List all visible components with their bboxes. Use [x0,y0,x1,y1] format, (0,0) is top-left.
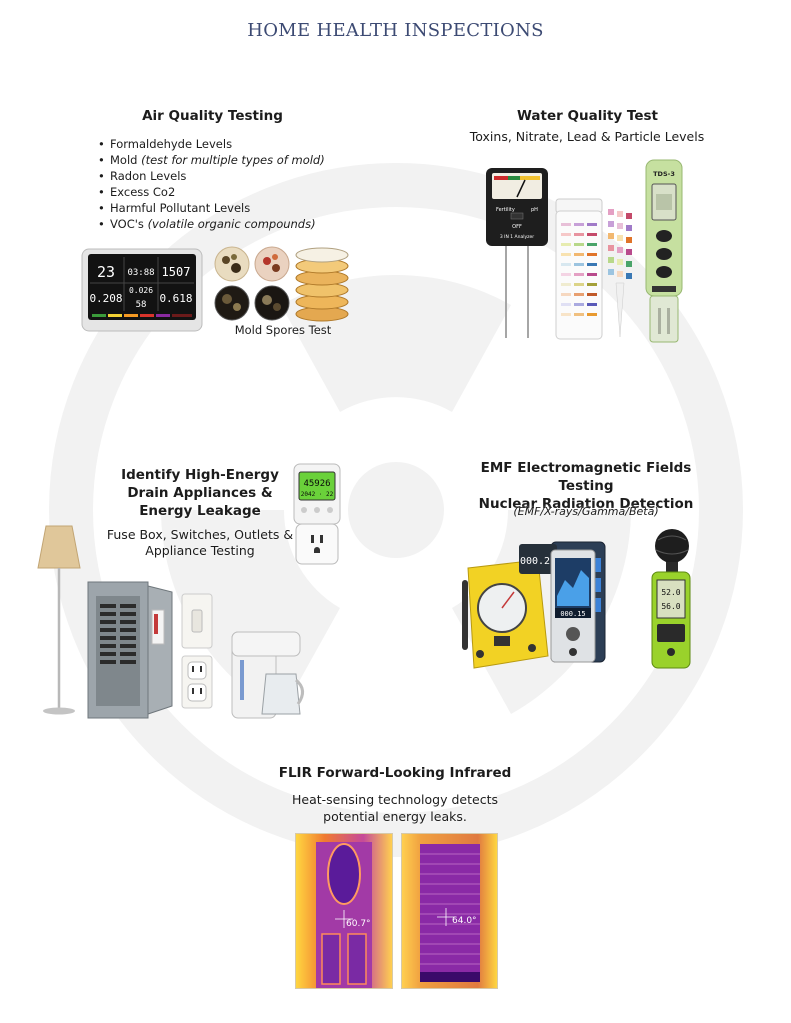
air-quality-monitor-image: 23 03:88 1507 0.208 0.026 58 0.618 [81,248,203,332]
list-item: Harmful Pollutant Levels [97,200,347,216]
mold-spores-caption: Mold Spores Test [234,323,332,337]
svg-text:23: 23 [97,263,115,281]
svg-text:0.208: 0.208 [89,292,122,305]
svg-text:000.20: 000.20 [520,556,556,567]
svg-text:45926: 45926 [303,479,330,489]
svg-text:60.7°: 60.7° [346,919,371,929]
water-quality-heading: Water Quality Test [517,108,658,124]
svg-text:52.0: 52.0 [661,588,680,597]
emf-meter-image: 52.0 56.0 [651,529,691,669]
svg-text:OFF: OFF [512,224,522,230]
energy-subheading: Fuse Box, Switches, Outlets & Appliance … [106,527,294,558]
thermal-image-door: 60.7° [295,833,393,989]
light-switch-image [181,593,213,649]
water-quality-subheading: Toxins, Nitrate, Lead & Particle Levels [469,129,705,144]
svg-text:58: 58 [136,300,147,310]
page-title: HOME HEALTH INSPECTIONS [247,20,544,41]
test-strip-bottle-image [555,198,603,340]
geiger-counter-image [462,559,549,669]
radiation-detector-image: 000.20 000.15 [519,541,606,663]
flir-subheading: Heat-sensing technology detects potentia… [292,792,498,824]
flir-heading: FLIR Forward-Looking Infrared [278,765,512,781]
soil-ph-meter-image: Fertility pH OFF 3 IN 1 Analyzer [486,168,548,338]
thermal-image-window: 64.0° [401,833,498,989]
fuse-box-image [87,581,173,719]
emf-note: (EMF/X-rays/Gamma/Beta) [513,505,659,518]
list-item: Excess Co2 [97,184,347,200]
svg-text:Fertility: Fertility [496,207,515,213]
power-outlet-image [181,655,213,709]
coffee-maker-image [231,631,304,719]
air-quality-list: Formaldehyde Levels Mold (test for multi… [97,136,347,232]
mold-petri-dishes-image [214,246,290,321]
tds-meter-image: TDS-3 [645,159,683,343]
test-strips-image [608,209,632,338]
energy-meter-plug-image: 45926 2042 · 22 [293,463,341,565]
svg-text:0.618: 0.618 [159,292,192,305]
energy-heading: Identify High-Energy Drain Appliances & … [121,467,279,519]
svg-text:0.026: 0.026 [129,286,153,295]
svg-text:56.0: 56.0 [661,602,680,611]
svg-text:000.15: 000.15 [560,610,585,618]
culture-plates-image [295,247,349,322]
floor-lamp-image [37,525,81,715]
svg-text:pH: pH [531,207,538,213]
list-item: Mold (test for multiple types of mold) [97,152,347,168]
list-item: VOC's (volatile organic compounds) [97,216,347,232]
svg-text:3 IN 1 Analyzer: 3 IN 1 Analyzer [500,234,534,240]
svg-text:2042 · 22: 2042 · 22 [301,491,334,498]
svg-text:TDS-3: TDS-3 [653,170,675,178]
air-quality-heading: Air Quality Testing [142,108,283,124]
svg-text:03:88: 03:88 [127,268,154,278]
list-item: Radon Levels [97,168,347,184]
svg-text:64.0°: 64.0° [452,916,477,926]
list-item: Formaldehyde Levels [97,136,347,152]
svg-text:1507: 1507 [162,265,191,279]
emf-heading: EMF Electromagnetic Fields Testing Nucle… [478,460,694,512]
